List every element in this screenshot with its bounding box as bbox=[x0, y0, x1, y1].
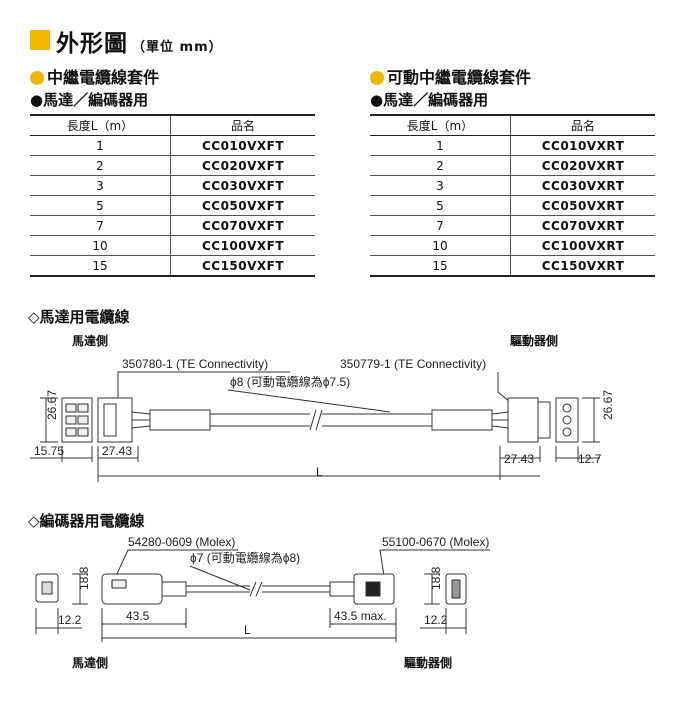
part-number-cell: CC070VXRT bbox=[510, 215, 655, 236]
length-cell: 7 bbox=[30, 215, 171, 236]
motor-left-height-dim: 26.67 bbox=[45, 390, 59, 420]
motor-right-length-dim: 27.43 bbox=[504, 452, 534, 466]
page-title: 外形圖（單位 mm） bbox=[56, 31, 223, 57]
right-heading: 可動中繼電纜線套件 bbox=[370, 64, 531, 88]
leader-left bbox=[115, 549, 238, 577]
motor-diameter-label: ϕ8 (可動電纜線為ϕ7.5) bbox=[230, 374, 350, 389]
length-cell: 1 bbox=[30, 135, 171, 156]
part-number-cell: CC150VXFT bbox=[170, 255, 315, 277]
part-number-cell: CC070VXFT bbox=[170, 215, 315, 236]
part-number-cell: CC100VXRT bbox=[510, 235, 655, 256]
encoder-right-width-dim: 12.2 bbox=[424, 613, 448, 627]
motor-right-connector-label: 350779-1 (TE Connectivity) bbox=[340, 357, 486, 371]
part-number-cell: CC030VXRT bbox=[510, 175, 655, 196]
motor-cable-drawing: 350780-1 (TE Connectivity) 350779-1 (TE … bbox=[30, 357, 615, 482]
length-cell: 7 bbox=[370, 215, 511, 236]
length-cell: 2 bbox=[370, 155, 511, 176]
col-length: 長度L（m） bbox=[370, 114, 511, 136]
motor-left-width-dim: 15.75 bbox=[34, 444, 64, 458]
left-subheading: ●馬達／編碼器用 bbox=[30, 91, 149, 109]
part-number-cell: CC020VXRT bbox=[510, 155, 655, 176]
col-length: 長度L（m） bbox=[30, 114, 171, 136]
bullet-dot-icon bbox=[30, 71, 44, 85]
left-heading: 中繼電纜線套件 bbox=[30, 64, 159, 88]
part-number-cell: CC030VXFT bbox=[170, 175, 315, 196]
motor-left-connector-label: 350780-1 (TE Connectivity) bbox=[122, 357, 268, 371]
col-part: 品名 bbox=[170, 114, 315, 136]
part-number-cell: CC020VXFT bbox=[170, 155, 315, 176]
encoder-diameter-label: ϕ7 (可動電纜線為ϕ8) bbox=[190, 550, 300, 565]
part-number-cell: CC010VXFT bbox=[170, 135, 315, 156]
length-cell: 10 bbox=[370, 235, 511, 256]
driver-side-label: 驅動器側 bbox=[510, 334, 559, 348]
motor-right-width-dim: 12.7 bbox=[578, 452, 602, 466]
part-number-cell: CC100VXFT bbox=[170, 235, 315, 256]
bullet-dot-icon bbox=[370, 71, 384, 85]
leader-right bbox=[497, 372, 511, 403]
motor-left-length-dim: 27.43 bbox=[102, 444, 132, 458]
motor-L-dim: L bbox=[316, 465, 323, 479]
leader-left bbox=[117, 371, 290, 400]
length-cell: 10 bbox=[30, 235, 171, 256]
length-cell: 5 bbox=[370, 195, 511, 216]
encoder-left-length-dim: 43.5 bbox=[126, 609, 150, 623]
encoder-right-length-dim: 43.5 max. bbox=[334, 609, 387, 623]
part-number-cell: CC010VXRT bbox=[510, 135, 655, 156]
length-cell: 5 bbox=[30, 195, 171, 216]
part-number-cell: CC050VXFT bbox=[170, 195, 315, 216]
encoder-cable-drawing: 54280-0609 (Molex) 55100-0670 (Molex) ϕ7… bbox=[35, 535, 490, 642]
encoder-left-width-dim: 12.2 bbox=[58, 613, 82, 627]
part-number-cell: CC050VXRT bbox=[510, 195, 655, 216]
title-marker bbox=[30, 30, 50, 50]
encoder-cable-title: ◇編碼器用電纜線 bbox=[28, 512, 145, 530]
motor-cable-title: ◇馬達用電纜線 bbox=[28, 308, 130, 326]
encoder-left-connector bbox=[101, 573, 163, 605]
length-cell: 15 bbox=[370, 255, 511, 277]
encoder-left-connector-label: 54280-0609 (Molex) bbox=[128, 535, 235, 549]
motor-side-label: 馬達側 bbox=[72, 334, 109, 348]
length-cell: 3 bbox=[30, 175, 171, 196]
length-cell: 2 bbox=[30, 155, 171, 176]
motor-right-connector bbox=[507, 397, 539, 443]
encoder-right-connector-label: 55100-0670 (Molex) bbox=[382, 535, 489, 549]
motor-right-endview bbox=[555, 397, 579, 443]
encoder-driver-side-label: 驅動器側 bbox=[404, 656, 453, 670]
encoder-right-height-dim: 18.8 bbox=[429, 566, 443, 590]
part-number-cell: CC150VXRT bbox=[510, 255, 655, 277]
length-cell: 15 bbox=[30, 255, 171, 277]
leader-right bbox=[379, 549, 490, 577]
length-cell: 1 bbox=[370, 135, 511, 156]
title-unit: （單位 mm） bbox=[132, 40, 223, 55]
length-cell: 3 bbox=[370, 175, 511, 196]
encoder-L-dim: L bbox=[244, 623, 251, 637]
right-subheading: ●馬達／編碼器用 bbox=[370, 91, 489, 109]
col-part: 品名 bbox=[510, 114, 655, 136]
leader-diameter bbox=[227, 389, 391, 413]
encoder-motor-side-label: 馬達側 bbox=[72, 656, 109, 670]
encoder-left-height-dim: 18.8 bbox=[77, 566, 91, 590]
motor-right-height-dim: 26.67 bbox=[601, 390, 615, 420]
